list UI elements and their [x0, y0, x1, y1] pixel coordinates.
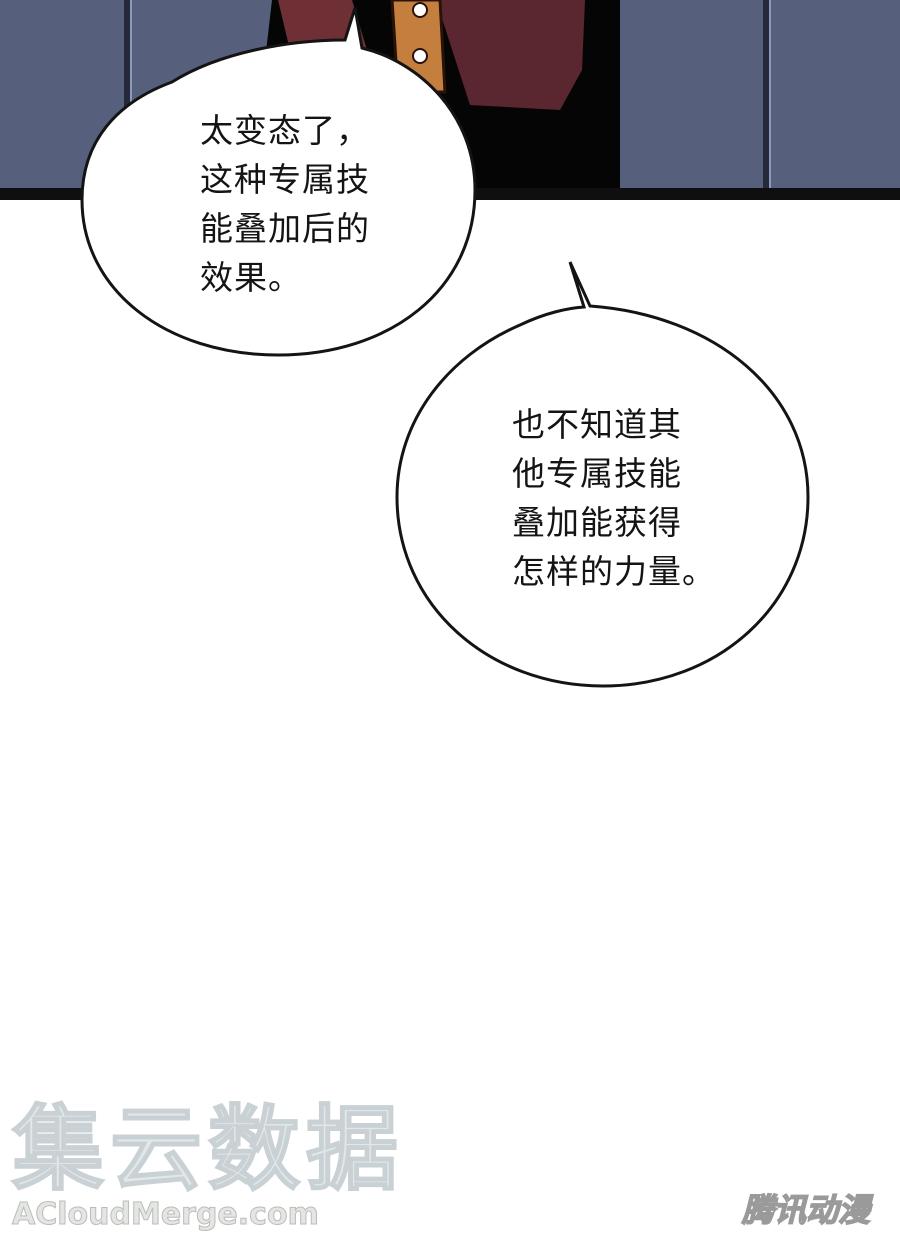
publisher-watermark: 腾讯动漫 [741, 1191, 871, 1229]
speech-bubble-2 [395, 261, 810, 688]
bubble-1-line: 这种专属技 [200, 160, 370, 199]
speech-bubbles-layer [80, 7, 810, 688]
bubble-1-line: 能叠加后的 [200, 209, 370, 248]
jacket-button [412, 2, 428, 18]
jacket-button [412, 48, 428, 64]
bubble-2-line: 叠加能获得 [512, 503, 682, 542]
bubble-1-text: 太变态了， 这种专属技 能叠加后的 效果。 [200, 106, 370, 302]
bubble-2-line: 也不知道其 [512, 405, 682, 444]
bubble-1-line: 太变态了， [200, 111, 370, 150]
watermark-en: ACloudMerge.com [12, 1197, 320, 1232]
jacket-right [436, 0, 585, 110]
bubble-2-line: 怎样的力量。 [512, 552, 716, 591]
speech-bubble-1 [80, 7, 477, 357]
bubble-2-text: 也不知道其 他专属技能 叠加能获得 怎样的力量。 [512, 400, 716, 596]
watermark-cn: 集云数据 [11, 1096, 405, 1203]
wall-seam [763, 0, 769, 200]
wall-seam [124, 0, 130, 200]
bubble-2-line: 他专属技能 [512, 454, 682, 493]
wall-seam-highlight [769, 0, 771, 200]
wall-seam-highlight [130, 0, 132, 200]
bubble-1-line: 效果。 [200, 258, 302, 297]
